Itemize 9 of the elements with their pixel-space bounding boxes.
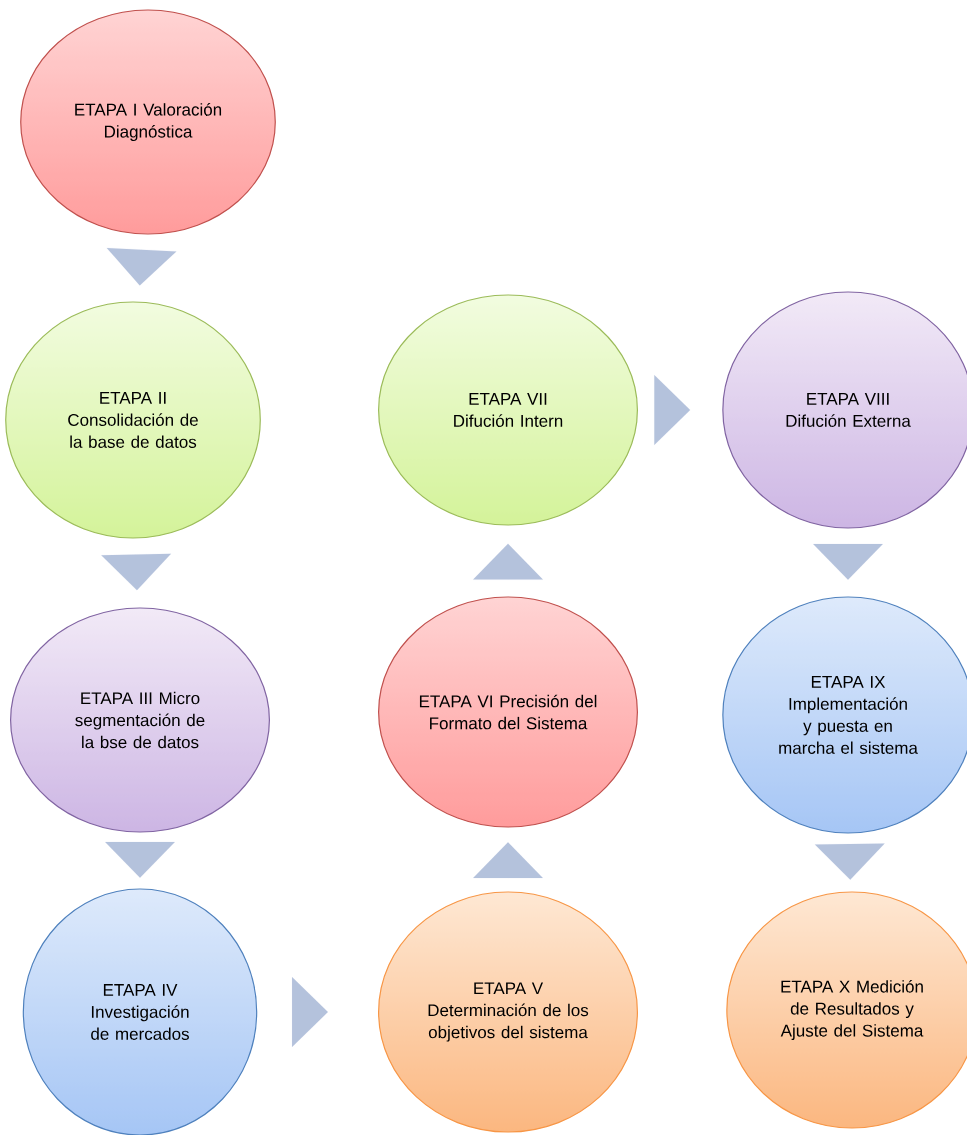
arrow — [473, 842, 543, 879]
arrow — [654, 375, 691, 445]
arrow — [105, 841, 175, 878]
arrow — [106, 247, 177, 286]
arrow — [101, 553, 172, 591]
arrow — [473, 543, 543, 580]
arrow — [814, 843, 885, 880]
arrow — [813, 543, 883, 580]
arrow — [291, 977, 328, 1047]
